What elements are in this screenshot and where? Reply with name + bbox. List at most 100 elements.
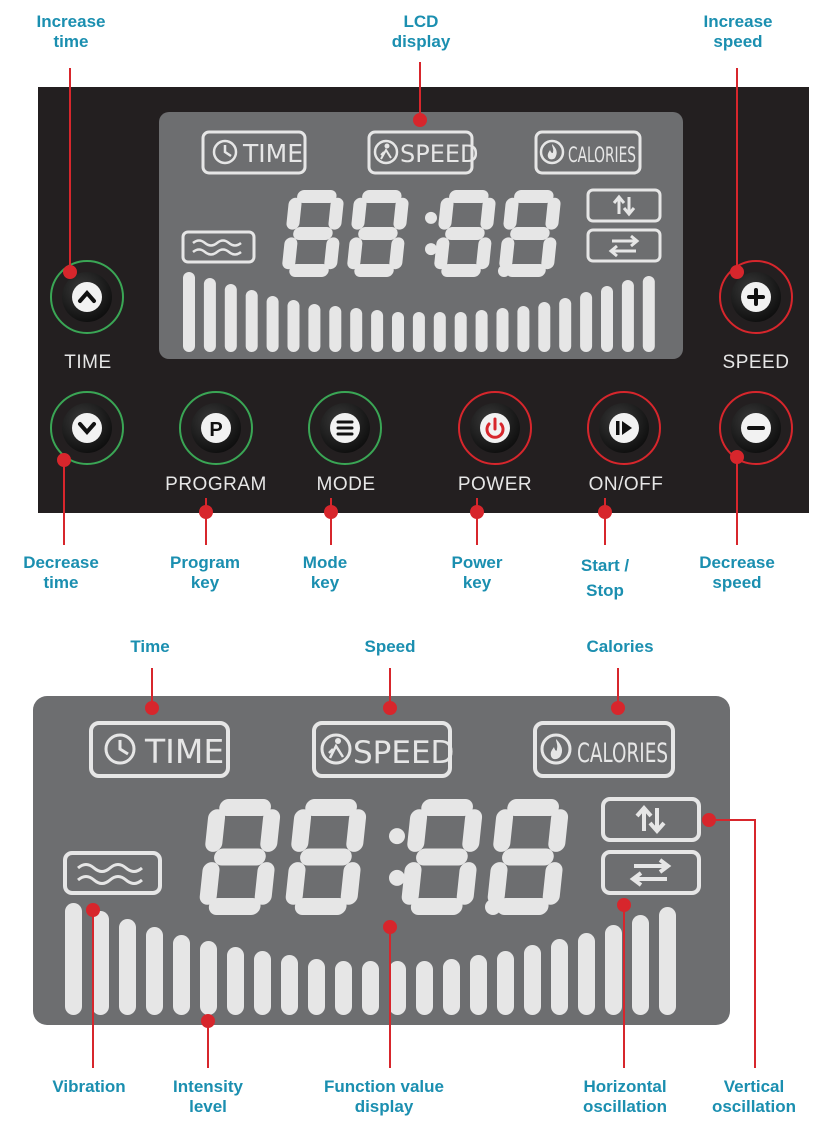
colon-dot (425, 243, 437, 256)
callout-decrease-time: Decrease time (23, 553, 99, 592)
intensity-bar (496, 308, 509, 352)
time-badge: TIME (201, 130, 307, 175)
plus-icon (747, 288, 765, 306)
flame-icon (540, 733, 572, 765)
seven-segment-digit (434, 190, 496, 277)
intensity-bar (335, 961, 352, 1015)
callout-vertical-oscillation: Vertical oscillation (711, 1077, 797, 1116)
horizontal-oscillation-icon (586, 228, 662, 263)
intensity-bar (92, 911, 109, 1015)
time-label: TIME (64, 352, 112, 373)
mode-button[interactable] (308, 391, 382, 465)
intensity-bar (605, 925, 622, 1015)
intensity-bar (416, 961, 433, 1015)
vertical-oscillation-icon-large (601, 797, 701, 842)
callout-time: Time (130, 637, 170, 656)
intensity-bar (517, 306, 530, 352)
colon-dot (389, 869, 405, 886)
calories-badge-text: CALORIES (568, 143, 636, 167)
callout-start-stop: Start / Stop (580, 556, 630, 600)
speed-badge-large: SPEED (312, 721, 454, 778)
intensity-bar (183, 272, 195, 352)
intensity-bar (578, 933, 595, 1015)
intensity-bar (203, 278, 216, 352)
callout-decrease-speed: Decrease speed (699, 553, 775, 592)
runner-icon (373, 139, 399, 165)
function-value-display-top (282, 190, 561, 277)
onoff-button[interactable] (587, 391, 661, 465)
intensity-bar (227, 947, 244, 1015)
time-down-button[interactable] (50, 391, 124, 465)
chevron-up-icon (78, 289, 96, 303)
intensity-bar (371, 310, 384, 352)
colon-dot (389, 828, 405, 845)
intensity-bar (443, 959, 460, 1015)
callout-mode-key: Mode key (302, 553, 348, 592)
intensity-bar (119, 919, 136, 1015)
seven-segment-digit (282, 190, 344, 277)
speed-label: SPEED (722, 352, 790, 373)
flame-icon (539, 139, 565, 165)
vibration-icon (181, 230, 256, 264)
intensity-bar (287, 300, 300, 352)
intensity-bar (224, 284, 237, 352)
clock-icon (104, 733, 136, 765)
callout-speed: Speed (364, 637, 416, 656)
calories-badge-large-text: CALORIES (577, 738, 668, 769)
intensity-level-bars-top (183, 272, 655, 352)
play-pause-icon (622, 421, 632, 435)
horizontal-oscillation-icon-large (601, 850, 701, 895)
chevron-down-icon (78, 422, 96, 436)
vertical-oscillation-icon (586, 188, 662, 223)
seven-segment-digit (199, 799, 281, 915)
intensity-bar (308, 959, 325, 1015)
intensity-bar (433, 312, 446, 352)
callout-horizontal-oscillation: Horizontal oscillation (582, 1077, 668, 1116)
intensity-bar (551, 939, 568, 1015)
callout-power-key: Power key (451, 553, 503, 592)
onoff-label: ON/OFF (588, 474, 664, 495)
callout-vibration: Vibration (52, 1077, 126, 1096)
intensity-bar (412, 312, 425, 352)
seven-segment-digit (487, 799, 569, 915)
speed-badge-large-text: SPEED (353, 735, 454, 771)
intensity-bar (245, 290, 258, 352)
callout-calories: Calories (586, 637, 654, 656)
power-icon (485, 422, 505, 439)
runner-icon (320, 733, 352, 765)
intensity-bar (254, 951, 271, 1015)
intensity-bar (329, 306, 342, 352)
intensity-bar (362, 961, 379, 1015)
intensity-bar (497, 951, 514, 1015)
intensity-bar (538, 302, 551, 352)
time-badge-text: TIME (242, 139, 303, 168)
speed-up-button[interactable] (719, 260, 793, 334)
power-button[interactable] (458, 391, 532, 465)
intensity-bar (65, 903, 82, 1015)
speed-down-button[interactable] (719, 391, 793, 465)
intensity-bar (350, 308, 363, 352)
bottom-leader-lines (86, 668, 756, 1068)
intensity-bar (389, 961, 406, 1015)
top-leader-lines (57, 62, 744, 545)
intensity-bar (601, 286, 613, 352)
intensity-bar (266, 296, 279, 352)
colon-dot (425, 211, 437, 224)
mode-label: MODE (316, 474, 376, 495)
time-up-button[interactable] (50, 260, 124, 334)
seven-segment-digit (347, 190, 409, 277)
time-badge-large: TIME (89, 721, 230, 778)
intensity-bar (632, 915, 649, 1015)
intensity-bar (146, 927, 163, 1015)
speed-badge: SPEED (367, 130, 479, 175)
vibration-icon-large (63, 851, 162, 895)
intensity-bar (392, 312, 404, 352)
power-label: POWER (457, 474, 533, 495)
program-button[interactable]: P (179, 391, 253, 465)
calories-badge: CALORIES (534, 130, 642, 175)
intensity-bar (524, 945, 541, 1015)
callout-increase-speed: Increase speed (703, 12, 773, 51)
callout-increase-time: Increase time (36, 12, 106, 51)
intensity-bar (642, 276, 655, 352)
